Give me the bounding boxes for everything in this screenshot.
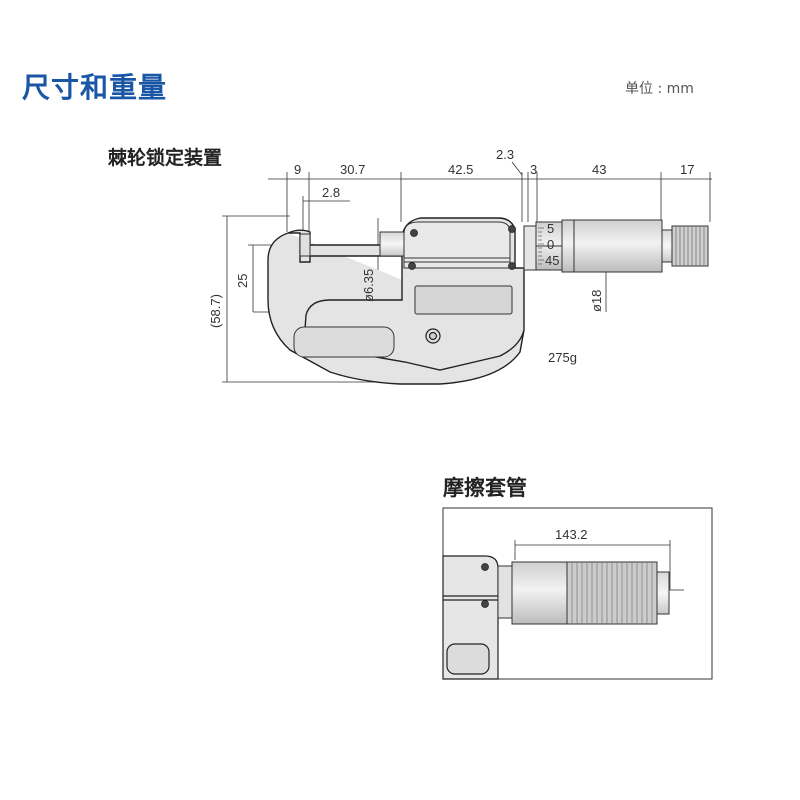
dim-58-7: (58.7)	[208, 294, 223, 328]
dim-6-35: ø6.35	[361, 269, 376, 302]
dim-43: 43	[592, 162, 606, 177]
dim-2-3: 2.3	[496, 147, 514, 162]
scale-mark: 5	[547, 221, 554, 236]
section-title-friction: 摩擦套管	[443, 476, 527, 500]
unit-label: 单位 : mm	[625, 81, 694, 97]
top-dimensions	[268, 161, 712, 232]
weight-label: 275g	[548, 350, 577, 365]
thimble-scale	[538, 227, 544, 265]
dim-2-8: 2.8	[322, 185, 340, 200]
dim-25: 25	[235, 274, 250, 288]
friction-knurl	[571, 562, 653, 624]
button-icon	[425, 328, 441, 344]
screw-icons	[481, 563, 489, 608]
dim-42-5: 42.5	[448, 162, 473, 177]
section-title-ratchet: 棘轮锁定装置	[108, 147, 223, 169]
spindle	[299, 219, 709, 273]
frame-details	[293, 221, 513, 358]
dim-17: 17	[680, 162, 694, 177]
friction-dimension	[514, 540, 684, 591]
dim-143-2: 143.2	[555, 527, 588, 542]
scale-mark: 0	[547, 237, 554, 252]
friction-body	[442, 555, 499, 680]
scale-mark: 45	[545, 253, 559, 268]
page-title: 尺寸和重量	[22, 71, 168, 104]
screw-icons	[408, 225, 516, 270]
dim-9: 9	[294, 162, 301, 177]
dim-18: ø18	[589, 290, 604, 312]
dim-30-7: 30.7	[340, 162, 365, 177]
ratchet-knurl	[675, 226, 705, 266]
friction-thimble	[497, 561, 670, 625]
dim-3: 3	[530, 162, 537, 177]
